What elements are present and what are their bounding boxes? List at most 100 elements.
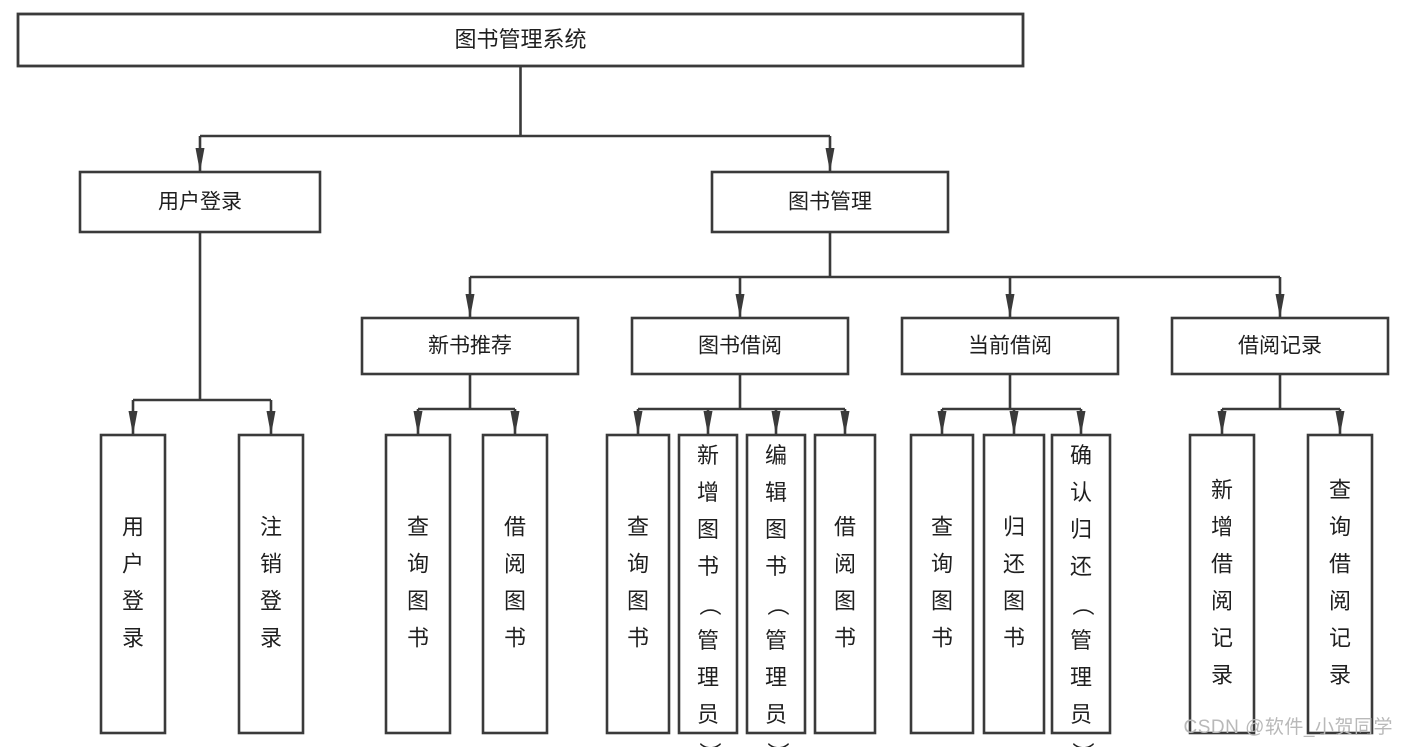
svg-text:还: 还 [1003,551,1025,576]
connector-layer [128,66,1345,435]
book-manage-fanout-arrow-0 [465,294,475,318]
svg-text:借: 借 [1329,551,1351,576]
node-leaf-query-record-rect[interactable] [1306,433,1374,735]
node-layer: 图书管理系统用户登录图书管理新书推荐图书借阅当前借阅借阅记录用户登录注销登录查询… [16,12,1390,747]
node-book-borrow[interactable]: 图书借阅 [630,316,850,376]
node-user-login[interactable]: 用户登录 [78,170,322,234]
node-leaf-borrow-book-2-rect[interactable] [813,433,877,735]
node-current-borrow[interactable]: 当前借阅 [900,316,1120,376]
svg-text:）: ） [1070,742,1095,747]
borrow-record-fanout-arrow-0 [1217,411,1227,435]
user-login-fanout-arrow-0 [128,411,138,435]
node-current-borrow-rect[interactable] [900,316,1120,376]
svg-text:户: 户 [122,551,144,576]
svg-text:记: 记 [1211,625,1233,650]
svg-text:理: 理 [697,665,719,690]
svg-text:查: 查 [627,514,649,539]
node-leaf-logout-rect[interactable] [237,433,305,735]
node-leaf-query-book-2-rect[interactable] [605,433,671,735]
node-borrow-record[interactable]: 借阅记录 [1170,316,1390,376]
node-book-manage[interactable]: 图书管理 [710,170,950,234]
root-fanout-arrow-1 [825,148,835,172]
svg-text:记: 记 [1329,625,1351,650]
svg-text:理: 理 [765,665,787,690]
svg-text:借: 借 [834,514,856,539]
node-user-login-rect[interactable] [78,170,322,234]
svg-text:新: 新 [1211,477,1233,502]
node-user-login-label: 用户登录 [158,191,242,214]
book-borrow-fanout-arrow-1 [703,411,713,435]
svg-text:询: 询 [627,551,649,576]
svg-text:录: 录 [260,625,282,650]
svg-text:编: 编 [765,443,787,468]
root-fanout-arrow-0 [195,148,205,172]
svg-text:管: 管 [697,628,719,653]
svg-text:图: 图 [697,517,719,542]
node-leaf-add-book-rect[interactable] [677,433,739,735]
node-leaf-return-book-rect[interactable] [982,433,1046,735]
book-borrow-fanout-arrow-0 [633,411,643,435]
svg-text:书: 书 [834,625,856,650]
svg-text:录: 录 [1211,662,1233,687]
svg-text:注: 注 [260,514,282,539]
svg-text:询: 询 [931,551,953,576]
svg-text:书: 书 [765,554,787,579]
svg-text:增: 增 [1211,514,1233,539]
node-book-manage-rect[interactable] [710,170,950,234]
svg-text:确: 确 [1070,443,1092,468]
svg-text:认: 认 [1070,480,1092,505]
node-leaf-user-login[interactable]: 用户登录 [99,433,167,735]
node-root-system-label: 图书管理系统 [454,27,586,52]
node-borrow-record-rect[interactable] [1170,316,1390,376]
svg-text:图: 图 [765,517,787,542]
node-new-book-recommend-rect[interactable] [360,316,580,376]
node-leaf-edit-book-rect[interactable] [745,433,807,735]
svg-text:图: 图 [627,588,649,613]
node-book-borrow-rect[interactable] [630,316,850,376]
node-leaf-query-book-3-rect[interactable] [909,433,975,735]
borrow-record-fanout-arrow-1 [1335,411,1345,435]
node-root-system[interactable]: 图书管理系统 [16,12,1025,68]
node-leaf-query-book-1-rect[interactable] [384,433,452,735]
svg-text:（: （ [765,594,790,616]
user-login-fanout-arrow-1 [266,411,276,435]
svg-text:理: 理 [1070,665,1092,690]
svg-text:询: 询 [407,551,429,576]
node-leaf-add-record-rect[interactable] [1188,433,1256,735]
node-leaf-confirm-return-rect[interactable] [1050,433,1112,735]
node-leaf-user-login-rect[interactable] [99,433,167,735]
svg-text:询: 询 [1329,514,1351,539]
node-current-borrow-label: 当前借阅 [968,335,1052,358]
node-new-book-recommend[interactable]: 新书推荐 [360,316,580,376]
svg-text:员: 员 [697,702,719,727]
node-borrow-record-label: 借阅记录 [1238,335,1322,358]
svg-text:辑: 辑 [765,480,787,505]
node-root-system-rect[interactable] [16,12,1025,68]
node-new-book-recommend-label: 新书推荐 [428,335,512,358]
node-leaf-borrow-book-1-rect[interactable] [481,433,549,735]
node-book-manage-label: 图书管理 [788,191,872,214]
svg-text:阅: 阅 [504,551,526,576]
